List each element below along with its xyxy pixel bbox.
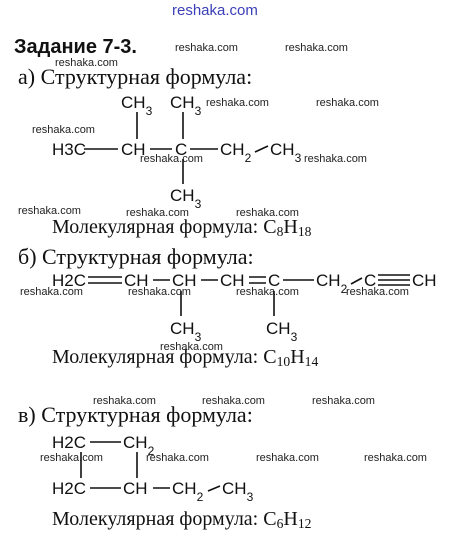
atom-ch1: CH — [124, 271, 149, 290]
watermark: reshaka.com — [128, 286, 191, 298]
watermark: reshaka.com — [304, 153, 367, 165]
atom-c: C — [268, 271, 280, 290]
watermark: reshaka.com — [316, 97, 379, 109]
section-c-molecular-formula: C6H12 — [263, 508, 312, 531]
atom-ch: CH — [121, 140, 146, 159]
bond — [254, 145, 269, 153]
section-c-molecular: Молекулярная формула: C6H12 — [52, 508, 311, 531]
site-logo[interactable]: reshaka.com — [172, 2, 258, 19]
watermark: reshaka.com — [236, 207, 299, 219]
section-c-letter: в) — [18, 402, 36, 427]
atom-ch3-end: CH3 — [270, 140, 302, 165]
section-c-heading: в) Структурная формула: — [18, 402, 253, 428]
section-a-structural-label: Структурная формула: — [40, 64, 253, 89]
bond — [207, 485, 221, 492]
atom-ch2-chain: CH2 — [172, 479, 204, 504]
watermark: reshaka.com — [55, 57, 118, 69]
watermark: reshaka.com — [175, 42, 238, 54]
watermark: reshaka.com — [160, 341, 223, 353]
section-a-molecular-formula: C8H18 — [263, 216, 312, 239]
section-b-molecular-formula: C10H14 — [263, 346, 319, 369]
section-c-structural-label: Структурная формула: — [41, 402, 253, 427]
atom-ch3-top2: CH3 — [170, 93, 202, 118]
watermark: reshaka.com — [364, 452, 427, 464]
section-a-molecular-label: Молекулярная формула: — [52, 216, 259, 238]
atom-c-alkyne: C — [364, 271, 376, 290]
section-a-molecular: Молекулярная формула: C8H18 — [52, 216, 311, 239]
atom-h3c: H3C — [52, 140, 86, 159]
watermark: reshaka.com — [146, 452, 209, 464]
section-b-heading: б) Структурная формула: — [18, 244, 254, 270]
section-a-heading: а) Структурная формула: — [18, 64, 252, 90]
atom-ch-end: CH — [412, 271, 437, 290]
watermark: reshaka.com — [126, 207, 189, 219]
watermark: reshaka.com — [93, 395, 156, 407]
watermark: reshaka.com — [20, 286, 83, 298]
atom-ch3-sub2: CH3 — [266, 319, 298, 344]
watermark: reshaka.com — [202, 395, 265, 407]
atom-ch3-sub1: CH3 — [170, 319, 202, 344]
task-title: Задание 7-3. — [14, 36, 137, 58]
atom-ch2-chain: CH2 — [316, 271, 348, 296]
atom-ch2: CH — [172, 271, 197, 290]
atom-h2c-top: H2C — [52, 433, 86, 452]
atom-h2c-bottom: H2C — [52, 479, 86, 498]
watermark: reshaka.com — [285, 42, 348, 54]
section-b-molecular: Молекулярная формула: C10H14 — [52, 346, 318, 369]
section-b-letter: б) — [18, 244, 37, 269]
watermark: reshaka.com — [140, 153, 203, 165]
atom-ch3-end: CH3 — [222, 479, 254, 504]
watermark: reshaka.com — [40, 452, 103, 464]
bond — [350, 277, 363, 285]
watermark: reshaka.com — [236, 286, 299, 298]
watermark: reshaka.com — [32, 124, 95, 136]
atom-ch2-top: CH2 — [123, 433, 155, 458]
atom-ch3-bottom: CH3 — [170, 186, 202, 211]
atom-ch3-top1: CH3 — [121, 93, 153, 118]
atom-ch2: CH2 — [220, 140, 252, 165]
section-a-letter: а) — [18, 64, 36, 89]
atom-ch: CH — [123, 479, 148, 498]
watermark: reshaka.com — [206, 97, 269, 109]
watermark: reshaka.com — [312, 395, 375, 407]
atom-ch3: CH — [220, 271, 245, 290]
watermark: reshaka.com — [256, 452, 319, 464]
watermark: reshaka.com — [18, 205, 81, 217]
atom-h2c: H2C — [52, 271, 86, 290]
section-c-molecular-label: Молекулярная формула: — [52, 508, 259, 530]
section-b-molecular-label: Молекулярная формула: — [52, 346, 259, 368]
atom-c: C — [175, 140, 187, 159]
section-b-structural-label: Структурная формула: — [42, 244, 254, 269]
watermark: reshaka.com — [346, 286, 409, 298]
